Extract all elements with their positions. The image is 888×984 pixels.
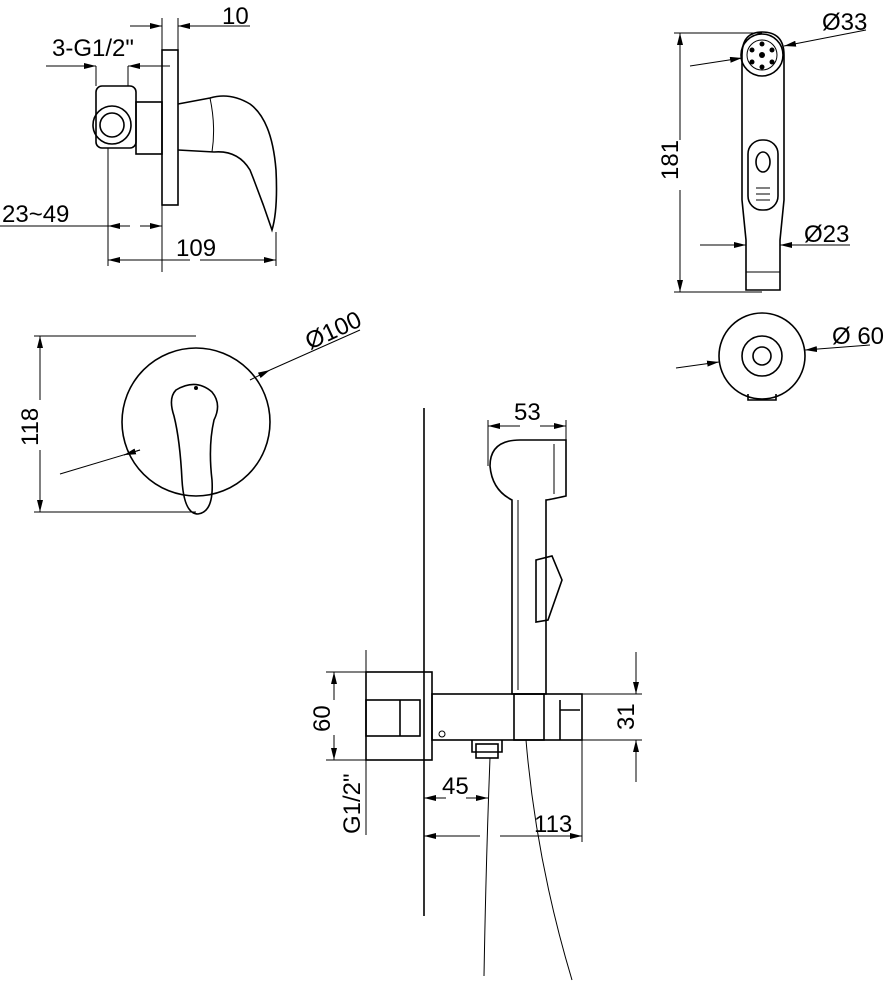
dimension-inlet-thread: 3-G1/2" <box>46 35 170 86</box>
dimension-plate-diameter: Ø100 <box>59 306 366 475</box>
label-holder-height: 60 <box>309 705 336 732</box>
dimension-plate-height: 118 <box>17 335 196 513</box>
dimension-holder-height: 60 <box>309 671 366 761</box>
dimension-outlet-thread: G1/2" <box>339 650 367 835</box>
label-outlet-offset: 45 <box>442 773 469 800</box>
holder-side-view <box>365 671 583 761</box>
hand-spray-view <box>740 31 785 291</box>
label-plate-diameter: Ø100 <box>301 306 366 355</box>
dimension-spray-head-width: 53 <box>487 399 567 466</box>
dimension-spray-length: 181 <box>657 32 762 293</box>
label-depth-range: 23~49 <box>2 201 69 228</box>
hose <box>483 739 573 981</box>
label-spray-handle-diameter: Ø23 <box>804 221 849 248</box>
label-spray-head-diameter: Ø33 <box>822 9 867 36</box>
cover-plate-front-view <box>121 347 271 515</box>
label-outlet-height: 31 <box>613 703 640 730</box>
dimension-depth-range: 23~49 <box>0 148 163 272</box>
label-holder-projection: 113 <box>534 811 572 838</box>
label-holder-diameter: Ø 60 <box>832 323 884 350</box>
holder-top-view <box>718 312 806 401</box>
label-spray-length: 181 <box>657 140 684 180</box>
dimension-spray-handle-diameter: Ø23 <box>700 221 850 248</box>
dimension-plate-thickness: 10 <box>130 3 250 50</box>
mixer-side-view <box>92 49 278 233</box>
dimension-total-depth: 109 <box>108 232 277 266</box>
label-inlet-thread: 3-G1/2" <box>52 35 134 62</box>
dimension-holder-projection: 113 <box>424 740 583 842</box>
dimension-outlet-offset: 45 <box>424 773 488 801</box>
hand-spray-side-view <box>489 439 567 695</box>
dimension-holder-diameter: Ø 60 <box>675 323 884 369</box>
label-plate-thickness: 10 <box>222 3 249 30</box>
label-spray-head-width: 53 <box>514 399 541 426</box>
label-total-depth: 109 <box>176 235 216 262</box>
label-outlet-thread: G1/2" <box>339 773 366 834</box>
label-plate-height: 118 <box>17 408 44 446</box>
dimension-outlet-height: 31 <box>582 652 642 782</box>
dimension-spray-head-diameter: Ø33 <box>689 9 867 67</box>
